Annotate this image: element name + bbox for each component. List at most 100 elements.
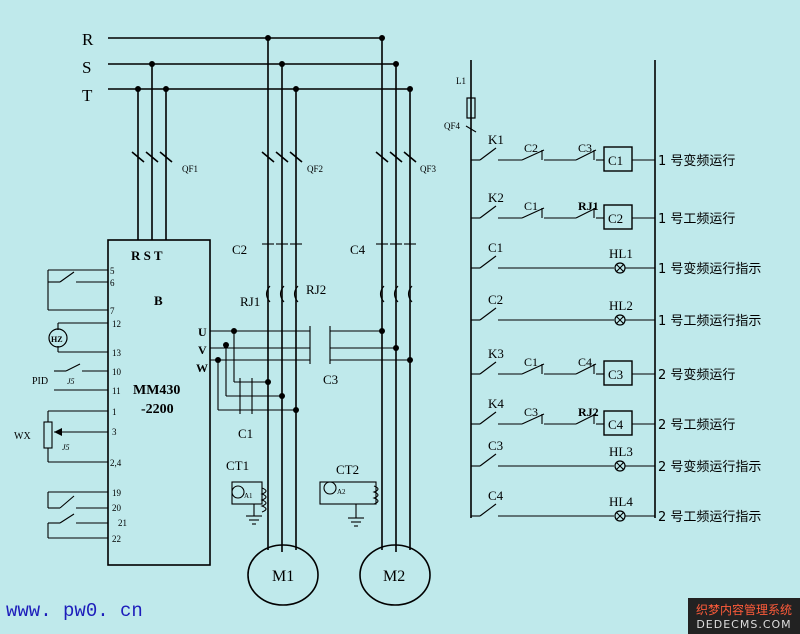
terminal-20: 20 — [112, 503, 122, 513]
rj1-relay-label: RJ1 — [240, 294, 260, 309]
terminal-19: 19 — [112, 488, 122, 498]
coil-label: C1 — [608, 153, 623, 168]
coil-label: C2 — [608, 211, 623, 226]
row-description: 1 号变频运行指示 — [658, 261, 761, 277]
output-w-label: W — [196, 361, 208, 375]
inverter-mm430: R S T B MM430 -2200 U V W 5 6 7 12 13 10… — [107, 239, 211, 566]
j5-jumper-a-label: J5 — [67, 377, 75, 386]
terminal-11: 11 — [112, 386, 121, 396]
pid-label: PID — [32, 376, 48, 387]
inverter-submodel: -2200 — [141, 402, 174, 417]
frequency-meter-label: HZ — [51, 335, 63, 344]
terminal-2-4: 2,4 — [110, 458, 122, 468]
output-v-label: V — [198, 343, 207, 357]
terminal-1: 1 — [112, 407, 117, 417]
wx-potentiometer-label: WX — [14, 431, 31, 442]
control-row: C1 HL1 1 号变频运行指示 — [471, 240, 761, 277]
coil-icon — [603, 204, 633, 230]
interlock-contact-label: C4 — [578, 355, 592, 369]
motor-m1-label: M1 — [272, 568, 294, 585]
terminal-22: 22 — [112, 534, 121, 544]
ct1-label: CT1 — [226, 458, 249, 473]
ammeter-a1-label: A1 — [244, 492, 253, 500]
control-circuit: L1 QF4 — [444, 60, 656, 518]
contact-label: K3 — [488, 346, 504, 361]
phase-t-label: T — [82, 86, 93, 105]
inverter-rst-label: R S T — [131, 248, 163, 263]
qf1-label: QF1 — [182, 164, 198, 174]
l1-label: L1 — [456, 76, 466, 86]
terminal-6: 6 — [110, 278, 115, 288]
coil-icon — [603, 410, 633, 436]
lamp-label: HL2 — [609, 298, 633, 313]
qf3-branch: QF3 C4 — [350, 38, 437, 303]
output-u-label: U — [198, 325, 207, 339]
lamp-label: HL3 — [609, 444, 633, 459]
row-description: 2 号变频运行 — [658, 367, 735, 383]
footer-url[interactable]: www. pw0. cn — [6, 600, 143, 622]
phase-bus: R S T — [82, 30, 413, 105]
terminal-12: 12 — [112, 319, 121, 329]
qf2-label: QF2 — [307, 164, 323, 174]
c4-contactor-label: C4 — [350, 242, 366, 257]
row-description: 2 号变频运行指示 — [658, 459, 761, 475]
interlock-contact-label: C1 — [524, 199, 538, 213]
inverter-model: MM430 — [133, 383, 180, 398]
watermark-badge: 织梦内容管理系统 DEDECMS.COM — [688, 598, 800, 634]
interlock-contact-label: RJ1 — [578, 199, 599, 213]
lamp-label: HL4 — [609, 494, 633, 509]
motor-m2-label: M2 — [383, 568, 405, 585]
qf1-breaker: QF1 — [131, 64, 198, 240]
ct2-label: CT2 — [336, 462, 359, 477]
terminal-10: 10 — [112, 367, 122, 377]
contact-label: K2 — [488, 190, 504, 205]
terminal-21: 21 — [118, 518, 127, 528]
ammeter-a1-icon — [231, 485, 245, 499]
c3-contactor-label: C3 — [323, 372, 338, 387]
contact-label: C1 — [488, 240, 503, 255]
inverter-block-label: B — [154, 293, 163, 308]
watermark-en: DEDECMS.COM — [696, 618, 792, 631]
control-row: C4 HL4 2 号工频运行指示 — [471, 488, 761, 525]
coil-label: C4 — [608, 417, 624, 432]
frequency-meter-icon — [48, 328, 68, 348]
inverter-inputs: HZ PID J5 WX J5 — [14, 269, 108, 539]
row-description: 1 号工频运行指示 — [658, 314, 761, 329]
lamp-label: HL1 — [609, 246, 633, 261]
motor-m2-icon — [359, 544, 431, 606]
control-row: C3 HL3 2 号变频运行指示 — [471, 438, 761, 475]
coil-label: C3 — [608, 367, 623, 382]
row-description: 2 号工频运行 — [658, 418, 735, 433]
coil-icon — [603, 146, 633, 172]
contact-label: C3 — [488, 438, 503, 453]
contact-label: K4 — [488, 396, 504, 411]
contact-label: C2 — [488, 292, 503, 307]
terminal-7: 7 — [110, 306, 115, 316]
row-description: 1 号工频运行 — [658, 212, 735, 227]
ammeter-a2-label: A2 — [337, 488, 346, 496]
inverter-output-wiring: C3 C1 — [210, 326, 413, 441]
control-row: C2 HL2 1 号工频运行指示 — [471, 292, 761, 329]
interlock-contact-label: RJ2 — [578, 405, 599, 419]
j5-jumper-b-label: J5 — [62, 443, 70, 452]
phase-s-label: S — [82, 58, 91, 77]
qf2-branch: QF2 C2 RJ1 RJ2 — [232, 38, 326, 309]
contact-label: K1 — [488, 132, 504, 147]
coil-icon — [603, 360, 633, 386]
row-description: 1 号变频运行 — [658, 153, 735, 169]
row-description: 2 号工频运行指示 — [658, 510, 761, 525]
motor-m2-section: CT2 A2 M2 — [319, 290, 431, 606]
motor-m1-icon — [247, 544, 319, 606]
interlock-contact-label: C3 — [524, 405, 538, 419]
terminal-5: 5 — [110, 266, 115, 276]
terminal-13: 13 — [112, 348, 122, 358]
interlock-contact-label: C3 — [578, 141, 592, 155]
contact-label: C4 — [488, 488, 504, 503]
qf3-label: QF3 — [420, 164, 437, 174]
